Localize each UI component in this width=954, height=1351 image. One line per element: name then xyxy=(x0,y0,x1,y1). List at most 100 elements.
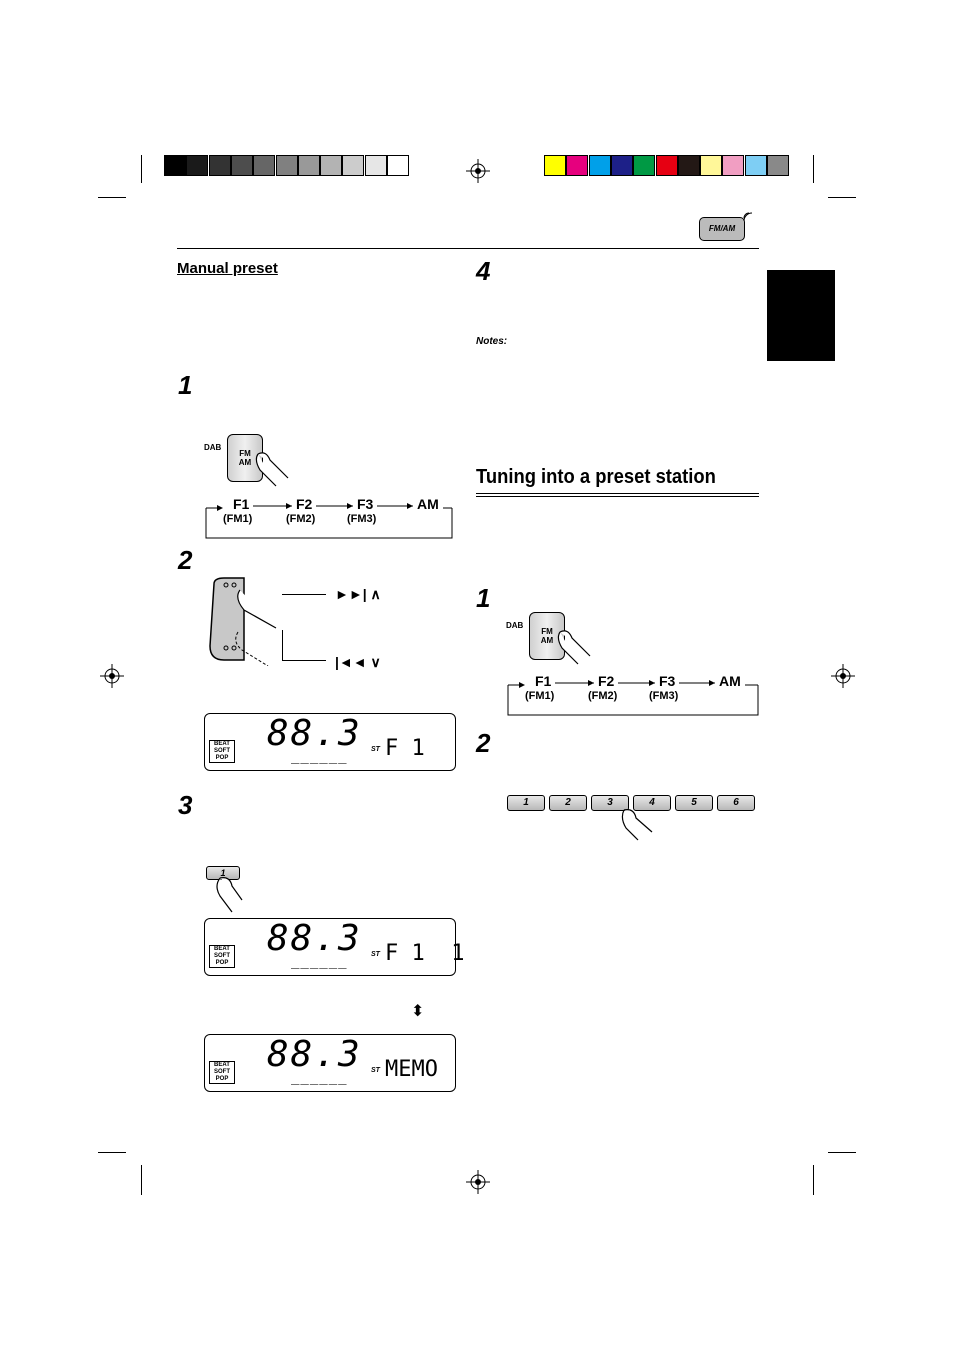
dab-label: DAB xyxy=(204,443,222,452)
notes-label: Notes: xyxy=(476,336,508,347)
language-tab xyxy=(767,270,835,361)
color-swatch xyxy=(297,155,320,176)
manual-preset-title: Manual preset xyxy=(177,260,278,277)
finger-press-icon xyxy=(621,809,653,841)
callout-line xyxy=(282,594,326,595)
crop-mark xyxy=(828,1152,856,1153)
frequency-readout: 88.3 xyxy=(267,1034,362,1075)
band-label: F3 xyxy=(357,496,374,512)
am-label: AM xyxy=(540,636,554,645)
preset-button-4[interactable]: 4 xyxy=(633,795,671,811)
color-swatch xyxy=(566,155,589,176)
signal-waves-icon xyxy=(743,212,753,222)
stereo-indicator: ST xyxy=(371,1067,380,1074)
segment-dashes: ______ xyxy=(291,1069,348,1085)
registration-mark-icon xyxy=(100,664,124,688)
color-swatch xyxy=(744,155,767,176)
step-number: 4 xyxy=(476,256,491,286)
color-swatch xyxy=(677,155,700,176)
color-swatch xyxy=(610,155,633,176)
color-swatch xyxy=(186,155,209,176)
step-number: 2 xyxy=(178,545,193,575)
crop-mark xyxy=(813,1165,814,1195)
preset-button-3[interactable]: 3 xyxy=(591,795,629,811)
color-swatch xyxy=(364,155,387,176)
band-label: F2 xyxy=(598,673,615,689)
preset-button-5[interactable]: 5 xyxy=(675,795,713,811)
fm-am-icon: FM/AM xyxy=(699,217,745,241)
color-swatch xyxy=(588,155,611,176)
band-label: F1 xyxy=(233,496,250,512)
color-swatch xyxy=(164,155,186,176)
color-swatch xyxy=(342,155,365,176)
seek-down-icon: |◄◄ ∨ xyxy=(335,654,381,670)
crop-mark xyxy=(98,1152,126,1153)
preset-button-1[interactable]: 1 xyxy=(507,795,545,811)
band-label: AM xyxy=(719,673,741,689)
preset-button-6[interactable]: 6 xyxy=(717,795,755,811)
step-number: 1 xyxy=(178,370,193,400)
finger-press-icon xyxy=(216,877,243,913)
color-swatch xyxy=(767,155,789,176)
header-rule xyxy=(177,248,759,249)
band-readout: F 1 xyxy=(385,736,425,761)
frequency-readout: 88.3 xyxy=(267,918,362,959)
band-sublabel: (FM1) xyxy=(525,690,555,702)
segment-dashes: ______ xyxy=(291,953,348,969)
color-swatch xyxy=(722,155,745,176)
color-swatch xyxy=(633,155,656,176)
band-sublabel: (FM3) xyxy=(649,690,679,702)
callout-line xyxy=(282,660,326,661)
dab-label: DAB xyxy=(506,621,524,630)
am-label: AM xyxy=(238,458,252,467)
band-sublabel: (FM2) xyxy=(286,513,316,525)
color-swatch xyxy=(208,155,231,176)
crop-mark xyxy=(98,197,126,198)
band-sublabel: (FM3) xyxy=(347,513,377,525)
alternate-arrow-icon: ⬍ xyxy=(411,1003,425,1020)
callout-line xyxy=(282,630,283,661)
fm-label: FM xyxy=(239,449,251,458)
tuning-preset-title: Tuning into a preset station xyxy=(476,466,716,488)
finger-press-icon xyxy=(255,452,289,487)
stereo-indicator: ST xyxy=(371,746,380,753)
color-swatch xyxy=(544,155,566,176)
registration-mark-icon xyxy=(831,664,855,688)
band-label: AM xyxy=(417,496,439,512)
color-swatch xyxy=(320,155,343,176)
crop-mark xyxy=(141,155,142,183)
crop-mark xyxy=(141,1165,142,1195)
band-cycle-arrows xyxy=(205,503,453,539)
crop-mark xyxy=(828,197,856,198)
title-rule xyxy=(476,493,759,494)
step-number: 3 xyxy=(178,790,193,820)
seek-control-illustration xyxy=(209,577,277,666)
step-number: 2 xyxy=(476,728,491,758)
finger-press-icon xyxy=(557,630,591,665)
segment-dashes: ______ xyxy=(291,748,348,764)
title-rule xyxy=(476,496,759,497)
color-swatch xyxy=(230,155,253,176)
memo-readout: MEMO xyxy=(385,1057,438,1082)
step-number: 1 xyxy=(476,583,491,613)
color-swatch xyxy=(387,155,409,176)
preset-button-2[interactable]: 2 xyxy=(549,795,587,811)
color-swatch xyxy=(700,155,723,176)
band-label: F3 xyxy=(659,673,676,689)
band-sublabel: (FM1) xyxy=(223,513,253,525)
fm-am-button[interactable]: FM AM xyxy=(529,612,565,660)
seek-up-icon: ►►| ∧ xyxy=(335,586,381,602)
color-swatch xyxy=(275,155,298,176)
band-sublabel: (FM2) xyxy=(588,690,618,702)
band-cycle-arrows xyxy=(507,680,759,716)
stereo-indicator: ST xyxy=(371,951,380,958)
registration-mark-icon xyxy=(466,159,490,183)
